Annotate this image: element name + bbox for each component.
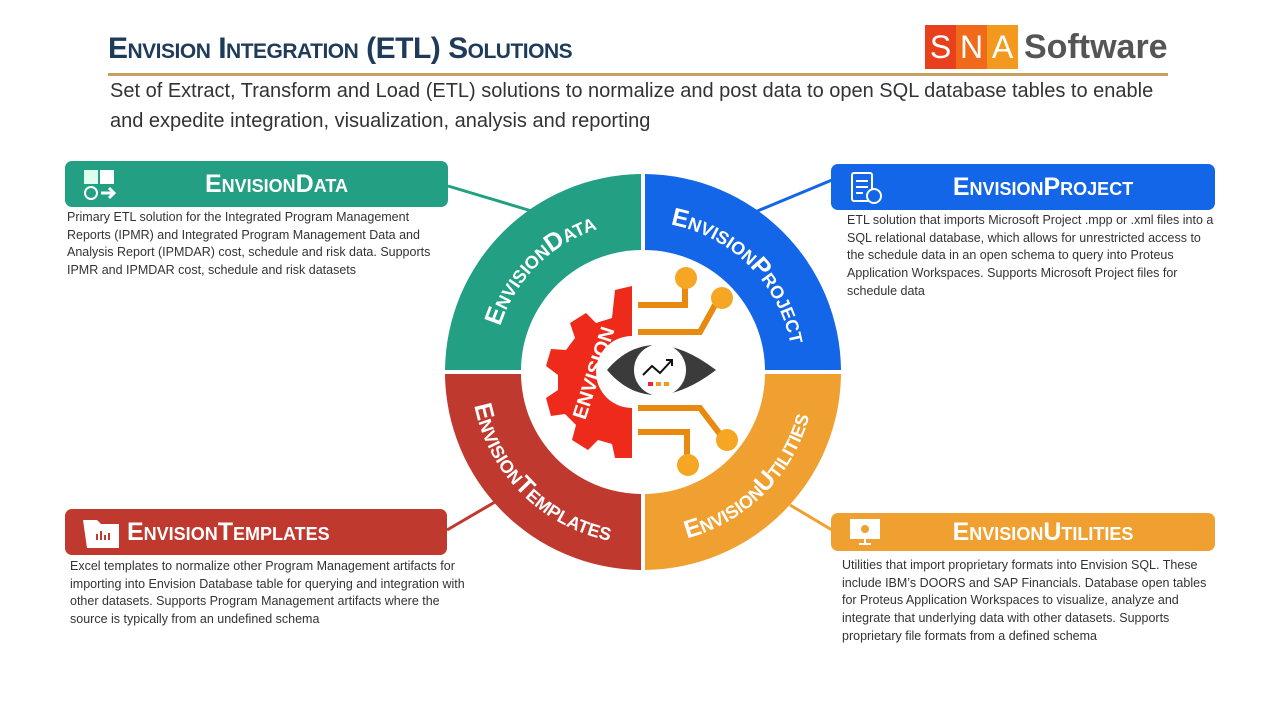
puzzle-gear-icon xyxy=(79,166,119,202)
envision-data-header: EnvisionData xyxy=(65,161,448,207)
circuit-node-icons xyxy=(675,267,738,476)
envision-data-description: Primary ETL solution for the Integrated … xyxy=(67,210,431,278)
monitor-touch-icon xyxy=(845,514,885,550)
envision-data-title: EnvisionData xyxy=(204,169,349,198)
page-subtitle: Set of Extract, Transform and Load (ETL)… xyxy=(110,80,1154,132)
sna-software-logo: S N A Software xyxy=(925,25,1168,69)
logo-word: Software xyxy=(1024,27,1168,66)
logo-letter: N xyxy=(956,25,987,69)
envision-templates-title: EnvisionTemplates xyxy=(127,517,330,546)
envision-templates-header: EnvisionTemplates xyxy=(65,509,447,555)
logo-letter: A xyxy=(987,25,1018,69)
envision-utilities-description: Utilities that import proprietary format… xyxy=(842,558,1207,643)
connector-project xyxy=(754,178,833,214)
ring-segment-utilities xyxy=(645,374,841,570)
connector-utilities xyxy=(789,503,833,532)
envision-templates-description: Excel templates to normalize other Progr… xyxy=(70,559,465,627)
connector-templates xyxy=(446,500,496,532)
title-divider xyxy=(108,73,1168,76)
envision-project-description: ETL solution that imports Microsoft Proj… xyxy=(847,213,1214,298)
envision-project-header: EnvisionProject xyxy=(831,164,1215,210)
logo-letter: S xyxy=(925,25,956,69)
ring-segment-data xyxy=(445,174,641,370)
ring-segment-templates xyxy=(445,374,641,570)
eye-trend-icon xyxy=(607,344,716,396)
connector-data xyxy=(447,184,536,214)
envision-utilities-header: EnvisionUtilities xyxy=(831,513,1215,551)
page-title: Envision Integration (ETL) Solutions xyxy=(108,32,573,65)
ring-segment-project xyxy=(645,174,841,370)
envision-utilities-title: EnvisionUtilities xyxy=(952,517,1134,546)
clipboard-clock-icon xyxy=(845,169,885,205)
circuit-icon xyxy=(638,283,726,465)
folder-chart-icon xyxy=(79,514,119,550)
envision-project-title: EnvisionProject xyxy=(952,172,1134,201)
